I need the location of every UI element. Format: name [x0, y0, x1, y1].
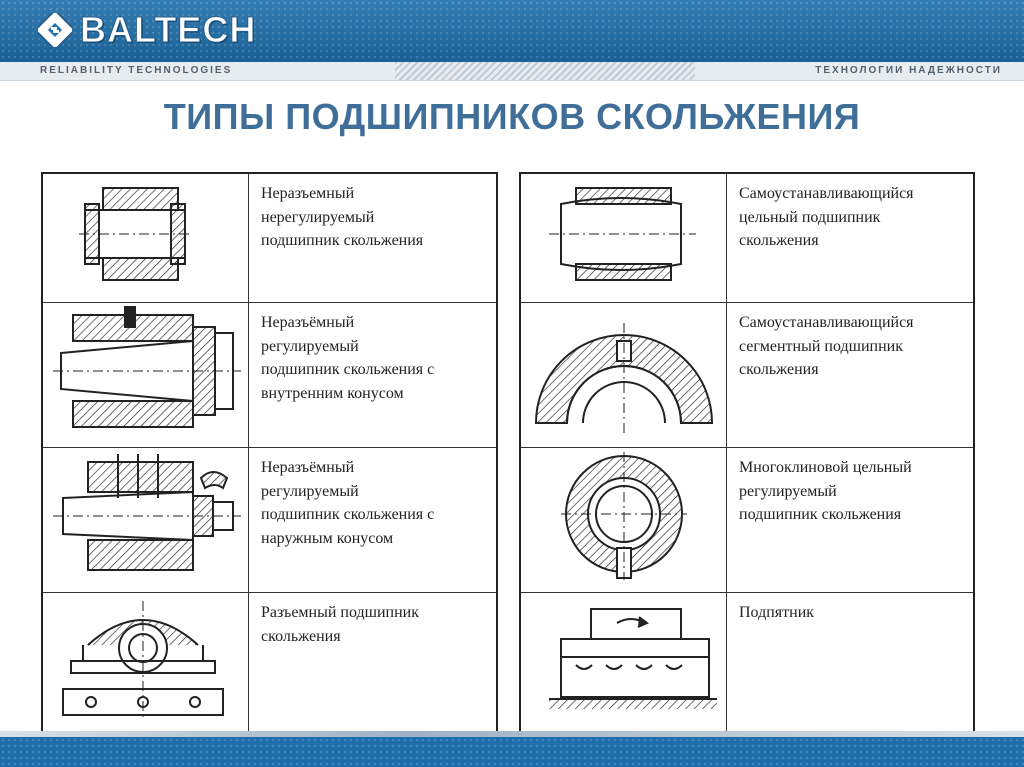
description-line: Самоустанавливающийся [739, 314, 914, 331]
inner-cone-bearing-icon [53, 306, 241, 428]
figure-cell [41, 172, 249, 303]
thrust-bearing-icon [549, 608, 717, 709]
page-title: ТИПЫ ПОДШИПНИКОВ СКОЛЬЖЕНИЯ [163, 96, 861, 137]
description-line: цельный подшипник [739, 208, 881, 226]
brand-logo: BALTECH [38, 9, 257, 50]
description-line: скольжения [261, 627, 341, 645]
description-line: Многоклиновой цельный [739, 459, 912, 476]
bearing-description: Разъемный подшипник скольжения [248, 592, 498, 739]
table-row: Подпятник [519, 592, 975, 739]
bearing-description: Неразъёмный регулируемый подшипник сколь… [248, 302, 498, 448]
table-row: Неразъёмный регулируемый подшипник сколь… [41, 302, 498, 448]
description-line: Разъемный подшипник [261, 604, 420, 621]
table-row: Самоустанавливающийся сегментный подшипн… [519, 302, 975, 448]
figure-cell [41, 302, 249, 448]
figure-cell [519, 172, 727, 303]
footer-band [0, 731, 1024, 737]
figure-cell [519, 447, 727, 593]
description-line: Самоустанавливающийся [739, 185, 914, 202]
description-line: скольжения [739, 232, 819, 249]
bearing-description: Самоустанавливающийся цельный подшипник … [726, 172, 975, 303]
bearing-description: Неразъемный нерегулируемый подшипник ско… [248, 172, 498, 303]
table-row: Многоклиновой цельный регулируемый подши… [519, 447, 975, 593]
table-row: Неразъемный нерегулируемый подшипник ско… [41, 172, 498, 303]
figure-cell [41, 447, 249, 593]
figure-cell [519, 302, 727, 448]
description-line: нерегулируемый [261, 208, 375, 226]
description-line: подшипник скольжения [739, 506, 902, 523]
bearing-description: Неразъёмный регулируемый подшипник сколь… [248, 447, 498, 593]
figure-cell [519, 592, 727, 739]
left-bearing-table: Неразъемный нерегулируемый подшипник ско… [41, 172, 498, 739]
multi-wedge-bearing-icon [561, 452, 687, 580]
bearing-description: Самоустанавливающийся сегментный подшипн… [726, 302, 975, 448]
description-line: подшипник скольжения с [261, 506, 435, 523]
self-aligning-solid-icon [549, 187, 696, 281]
description-line: регулируемый [261, 337, 359, 355]
description-line: внутренним конусом [261, 384, 404, 402]
description-line: регулируемый [739, 482, 837, 500]
tagline-right: ТЕХНОЛОГИИ НАДЕЖНОСТИ [815, 65, 1002, 76]
logo-icon [38, 13, 72, 47]
description-line: Неразъёмный [261, 459, 355, 476]
self-aligning-segment-icon [534, 323, 714, 433]
bearing-description: Многоклиновой цельный регулируемый подши… [726, 447, 975, 593]
tagline-bar [0, 62, 1024, 81]
tagline-left: RELIABILITY TECHNOLOGIES [40, 65, 233, 76]
description-line: сегментный подшипник [739, 337, 903, 355]
description-line: наружным конусом [261, 529, 394, 547]
table-row: Самоустанавливающийся цельный подшипник … [519, 172, 975, 303]
description-line: Неразъемный [261, 185, 355, 202]
description-line: регулируемый [261, 482, 359, 500]
outer-cone-bearing-icon [53, 454, 241, 571]
split-bearing-icon [62, 601, 224, 721]
table-row: Неразъёмный регулируемый подшипник сколь… [41, 447, 498, 593]
description-line: Подпятник [739, 604, 815, 621]
description-line: скольжения [739, 361, 819, 378]
figure-cell [41, 592, 249, 739]
bearing-description: Подпятник [726, 592, 975, 739]
table-row: Разъемный подшипник скольжения [41, 592, 498, 739]
right-bearing-table: Самоустанавливающийся цельный подшипник … [519, 172, 975, 739]
brand-name: BALTECH [79, 9, 257, 50]
footer-bar [0, 737, 1024, 767]
description-line: Неразъёмный [261, 314, 355, 331]
header-bar: BALTECH [0, 0, 1024, 62]
description-line: подшипник скольжения [261, 232, 424, 249]
description-line: подшипник скольжения с [261, 361, 435, 378]
solid-bushing-icon [79, 187, 193, 281]
